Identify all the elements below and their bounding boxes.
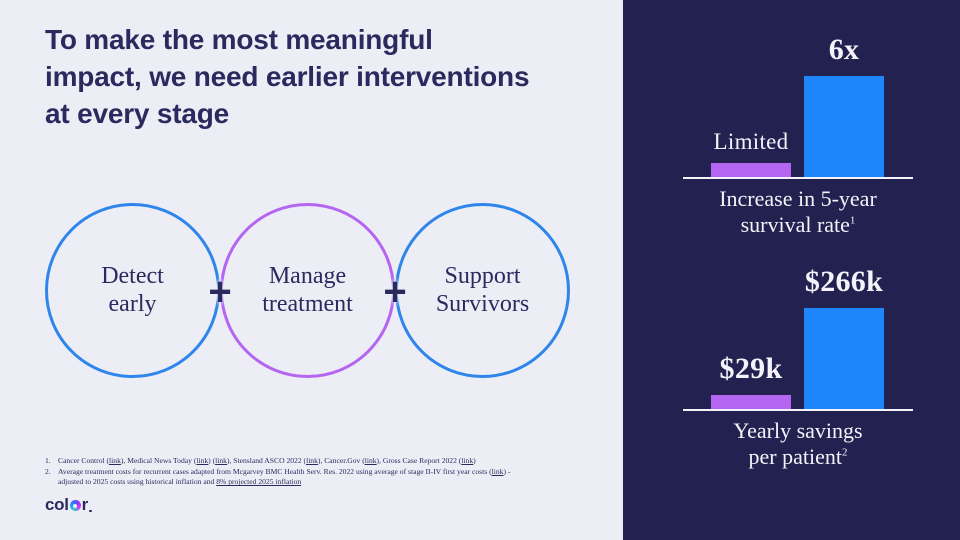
footnotes: 1.Cancer Control (link), Medical News To… xyxy=(45,456,515,489)
bar-group-limited: Limited xyxy=(711,129,791,177)
circle-detect-early: Detect early xyxy=(45,203,220,378)
footnote-link[interactable]: link xyxy=(306,456,318,465)
footnote-segment: ), Gross Case Report 2022 ( xyxy=(376,456,462,465)
footnote-link[interactable]: link xyxy=(491,467,504,477)
bar-label: $29k xyxy=(719,352,783,385)
footnote-segment: ) xyxy=(473,456,476,465)
footnote-segment: ) - adjusted to 2025 costs using histori… xyxy=(58,467,511,487)
bar-group-29k: $29k xyxy=(711,352,791,409)
footnote-ref: 2 xyxy=(841,446,848,459)
survival-rate-chart: Limited 6x xyxy=(683,33,913,179)
title-line-2: impact, we need earlier interventions xyxy=(45,60,530,92)
logo-period xyxy=(89,509,92,512)
footnote-link[interactable]: link xyxy=(364,456,377,465)
footnote-text: Cancer Control (link), Medical News Toda… xyxy=(58,456,515,466)
logo-text-col: col xyxy=(45,495,69,514)
footnote-segment: ), Stensland ASCO 2022 ( xyxy=(226,456,307,465)
circle-label: Detect early xyxy=(101,263,164,318)
title-line-3: at every stage xyxy=(45,97,229,129)
footnote-segment: ) ( xyxy=(208,456,216,465)
footnote-link[interactable]: link xyxy=(109,456,121,465)
footnote-item: 2. Average treatment costs for recurrent … xyxy=(45,467,515,487)
circle-support-survivors: Support Survivors xyxy=(395,203,570,378)
footnote-segment: ), Medical News Today ( xyxy=(120,456,197,465)
savings-chart: $29k $266k xyxy=(683,265,913,411)
bar-label: $266k xyxy=(804,265,884,298)
circle-label-line: Support xyxy=(444,262,521,289)
circle-label: Manage treatment xyxy=(262,263,353,318)
bar-label: 6x xyxy=(828,33,860,66)
circle-label-line: treatment xyxy=(262,290,353,317)
logo-color-wheel-icon xyxy=(69,500,81,511)
plus-icon: + xyxy=(383,269,407,314)
circle-label-line: Manage xyxy=(268,262,347,289)
page-title: To make the most meaningful impact, we n… xyxy=(45,22,615,133)
circle-label-line: Detect xyxy=(101,262,164,289)
chart-baseline xyxy=(683,408,913,411)
footnote-link[interactable]: link xyxy=(461,456,474,465)
bar-266k xyxy=(804,308,884,409)
footnote-marker: 2. xyxy=(45,467,51,477)
bar-29k xyxy=(711,395,791,409)
bar-6x xyxy=(804,76,884,177)
footnote-link[interactable]: link xyxy=(196,456,209,465)
bar-limited xyxy=(711,163,791,177)
caption-line: per patient xyxy=(748,443,842,469)
savings-caption: Yearly savings per patient2 xyxy=(643,418,953,470)
stage-diagram: Detect early Manage treatment Support Su… xyxy=(45,203,570,378)
footnote-item: 1.Cancer Control (link), Medical News To… xyxy=(45,456,515,466)
bar-group-6x: 6x xyxy=(804,33,884,177)
footnote-link[interactable]: link xyxy=(215,456,227,465)
footnote-link[interactable]: 8% projected 2025 inflation xyxy=(216,477,302,487)
logo-text-r: r xyxy=(81,495,89,514)
caption-line: Yearly savings xyxy=(733,418,863,443)
circle-manage-treatment: Manage treatment xyxy=(220,203,395,378)
footnote-marker: 1. xyxy=(45,456,51,465)
survival-rate-caption: Increase in 5-year survival rate1 xyxy=(643,186,953,238)
footnote-segment: Cancer Control ( xyxy=(58,456,110,465)
circle-label-line: Survivors xyxy=(435,290,530,317)
footnote-segment: Average treatment costs for recurrent ca… xyxy=(58,467,492,477)
title-line-1: To make the most meaningful xyxy=(45,24,433,55)
circle-label-line: early xyxy=(108,290,157,317)
plus-icon: + xyxy=(208,269,232,314)
chart-baseline xyxy=(683,176,913,179)
color-logo: col r xyxy=(45,495,92,515)
caption-line: survival rate xyxy=(740,211,850,237)
stats-panel: Limited 6x Increase in 5-year survival r… xyxy=(623,0,960,540)
footnote-text: Average treatment costs for recurrent ca… xyxy=(58,467,515,487)
footnote-segment: ), Cancer.Gov ( xyxy=(317,456,365,465)
bar-label: Limited xyxy=(713,129,789,154)
bar-group-266k: $266k xyxy=(804,265,884,409)
circle-label: Support Survivors xyxy=(436,263,529,318)
caption-line: Increase in 5-year xyxy=(719,186,877,211)
footnote-ref: 1 xyxy=(849,214,856,227)
